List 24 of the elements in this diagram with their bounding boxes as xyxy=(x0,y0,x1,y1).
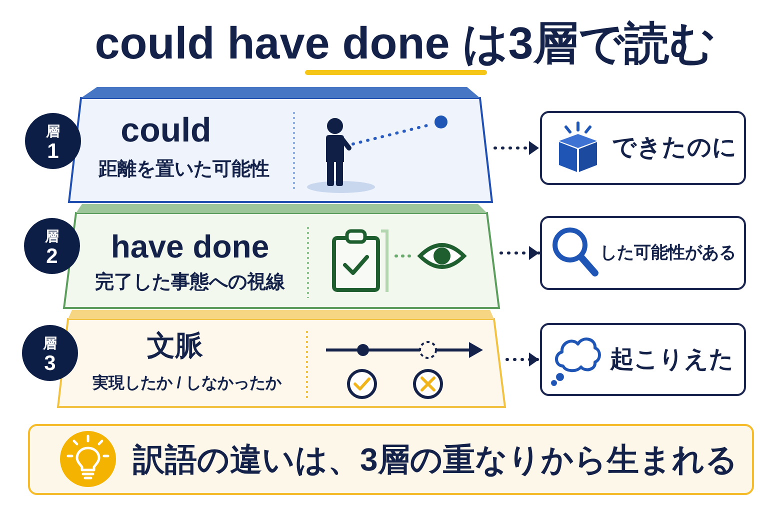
dotted-arrow xyxy=(506,352,540,366)
layer-subtitle: 距離を置いた可能性 xyxy=(98,159,270,181)
layer-heading: have done xyxy=(110,228,270,266)
layer-panel xyxy=(57,309,506,408)
number-badge: 層2 xyxy=(24,218,80,274)
result-text: 起こりえた xyxy=(610,346,734,374)
title: could have done は3層で読む xyxy=(94,18,716,68)
dotted-arrow xyxy=(500,246,540,260)
number-badge: 層1 xyxy=(25,113,81,169)
result-text: した可能性がある xyxy=(600,243,736,263)
layer-panel xyxy=(63,203,500,309)
layer-heading: 文脈 xyxy=(147,330,203,362)
result-box xyxy=(540,216,746,290)
dotted-arrow xyxy=(494,141,540,155)
layer-subtitle: 実現したか / しなかったか xyxy=(92,374,282,394)
layer-subtitle: 完了した事態への視線 xyxy=(95,272,285,294)
number-badge: 層3 xyxy=(22,325,78,381)
layer-panel xyxy=(68,86,494,203)
result-text: できたのに xyxy=(612,134,737,162)
summary-text: 訳語の違いは、3層の重なりから生まれる xyxy=(133,441,738,478)
result-box xyxy=(540,111,746,185)
summary-banner xyxy=(28,424,754,495)
layer-heading: could xyxy=(120,111,212,151)
result-box xyxy=(540,323,746,396)
